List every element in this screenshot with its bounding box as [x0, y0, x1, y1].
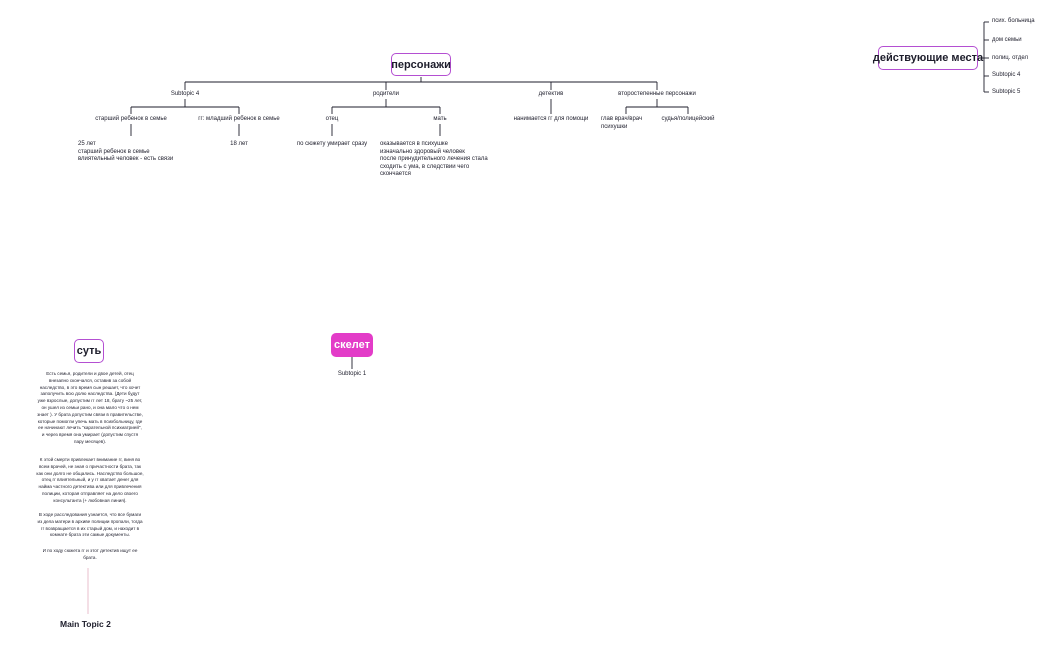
note-father: по сюжету умирает сразу	[296, 141, 368, 147]
subtopic-roditeli[interactable]: родители	[372, 91, 400, 97]
note-older-child: 25 лет старший ребенок в семье влиятельн…	[78, 141, 174, 162]
subtopic-younger-child[interactable]: гг: младший ребенок в семье	[198, 116, 280, 122]
subtopic-older-child[interactable]: старший ребенок в семье	[95, 116, 167, 122]
note-mother: оказывается в психушке изначально здоров…	[380, 141, 488, 177]
place-item[interactable]: псих. больница	[992, 18, 1035, 24]
subtopic-mother[interactable]: мать	[433, 116, 447, 122]
subtopic-judge[interactable]: судья/полицейский	[661, 116, 715, 122]
subtopic-1[interactable]: Subtopic 1	[337, 371, 367, 377]
subtopic-detektiv[interactable]: детектив	[538, 91, 564, 97]
topic-places[interactable]: действующие места	[873, 46, 983, 70]
topic-sut[interactable]: суть	[74, 339, 104, 363]
place-item[interactable]: Subtopic 4	[992, 72, 1021, 78]
sut-paragraph: Есть семья, родители и двое детей, отец …	[37, 371, 143, 444]
sut-paragraph: В ходе расследования узнается, что все б…	[37, 512, 143, 538]
place-item[interactable]: полиц. отдел	[992, 55, 1028, 61]
subtopic-doctor[interactable]: глав врач/врач психушки	[601, 116, 643, 130]
subtopic-4[interactable]: Subtopic 4	[170, 91, 200, 97]
topic-skelet[interactable]: скелет	[331, 333, 373, 357]
place-item[interactable]: Subtopic 5	[992, 89, 1021, 95]
subtopic-father[interactable]: отец	[325, 116, 339, 122]
main-topic-2[interactable]: Main Topic 2	[60, 619, 111, 629]
subtopic-detective-note[interactable]: нанимается гг для помощи	[513, 116, 589, 122]
topic-personazhi[interactable]: персонажи	[391, 53, 451, 76]
subtopic-secondary[interactable]: второстепенные персонажи	[618, 91, 696, 97]
sut-paragraph: И по ходу сюжета гг и этот детектив ищут…	[42, 548, 138, 560]
sut-paragraph: К этой смерти привлекает внимание гг, ви…	[36, 457, 144, 503]
note-younger-child: 18 лет	[230, 141, 248, 147]
place-item[interactable]: дом семьи	[992, 37, 1022, 43]
